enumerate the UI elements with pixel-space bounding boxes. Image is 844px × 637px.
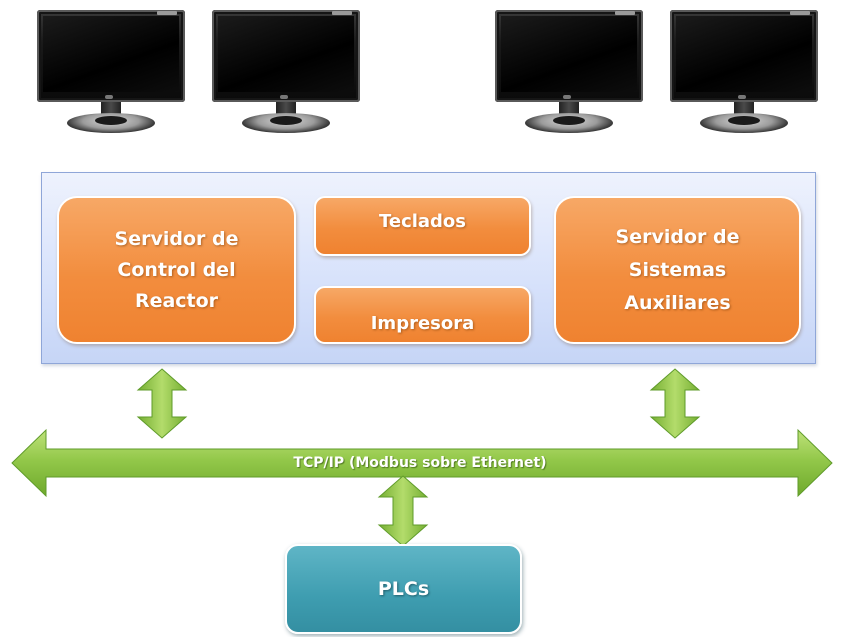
printer-box: Impresora — [314, 286, 531, 344]
ethernet-bus-arrow — [11, 428, 833, 498]
aux-server-label-line3: Auxiliares — [624, 291, 731, 314]
monitor-icon — [670, 3, 818, 135]
ethernet-bus-label: TCP/IP (Modbus sobre Ethernet) — [293, 455, 547, 471]
reactor-link-arrow — [136, 368, 188, 439]
monitor-icon — [212, 3, 360, 135]
keyboards-box: Teclados — [314, 196, 531, 256]
aux-server-label-line1: Servidor de — [615, 225, 740, 248]
reactor-server-label-line2: Control del — [117, 258, 236, 281]
keyboards-label: Teclados — [378, 211, 467, 232]
aux-link-arrow — [649, 368, 701, 439]
reactor-server-label-line3: Reactor — [134, 289, 219, 312]
monitor-icon — [37, 3, 185, 135]
plcs-box: PLCs — [285, 544, 522, 634]
aux-server-label-line2: Sistemas — [628, 258, 727, 281]
plc-link-arrow — [377, 475, 429, 547]
reactor-control-server-box: Servidor de Control del Reactor — [57, 196, 296, 344]
auxiliary-systems-server-box: Servidor de Sistemas Auxiliares — [554, 196, 801, 344]
reactor-server-label-line1: Servidor de — [114, 227, 239, 250]
monitor-icon — [495, 3, 643, 135]
plcs-label: PLCs — [377, 578, 430, 600]
printer-label: Impresora — [370, 313, 475, 334]
